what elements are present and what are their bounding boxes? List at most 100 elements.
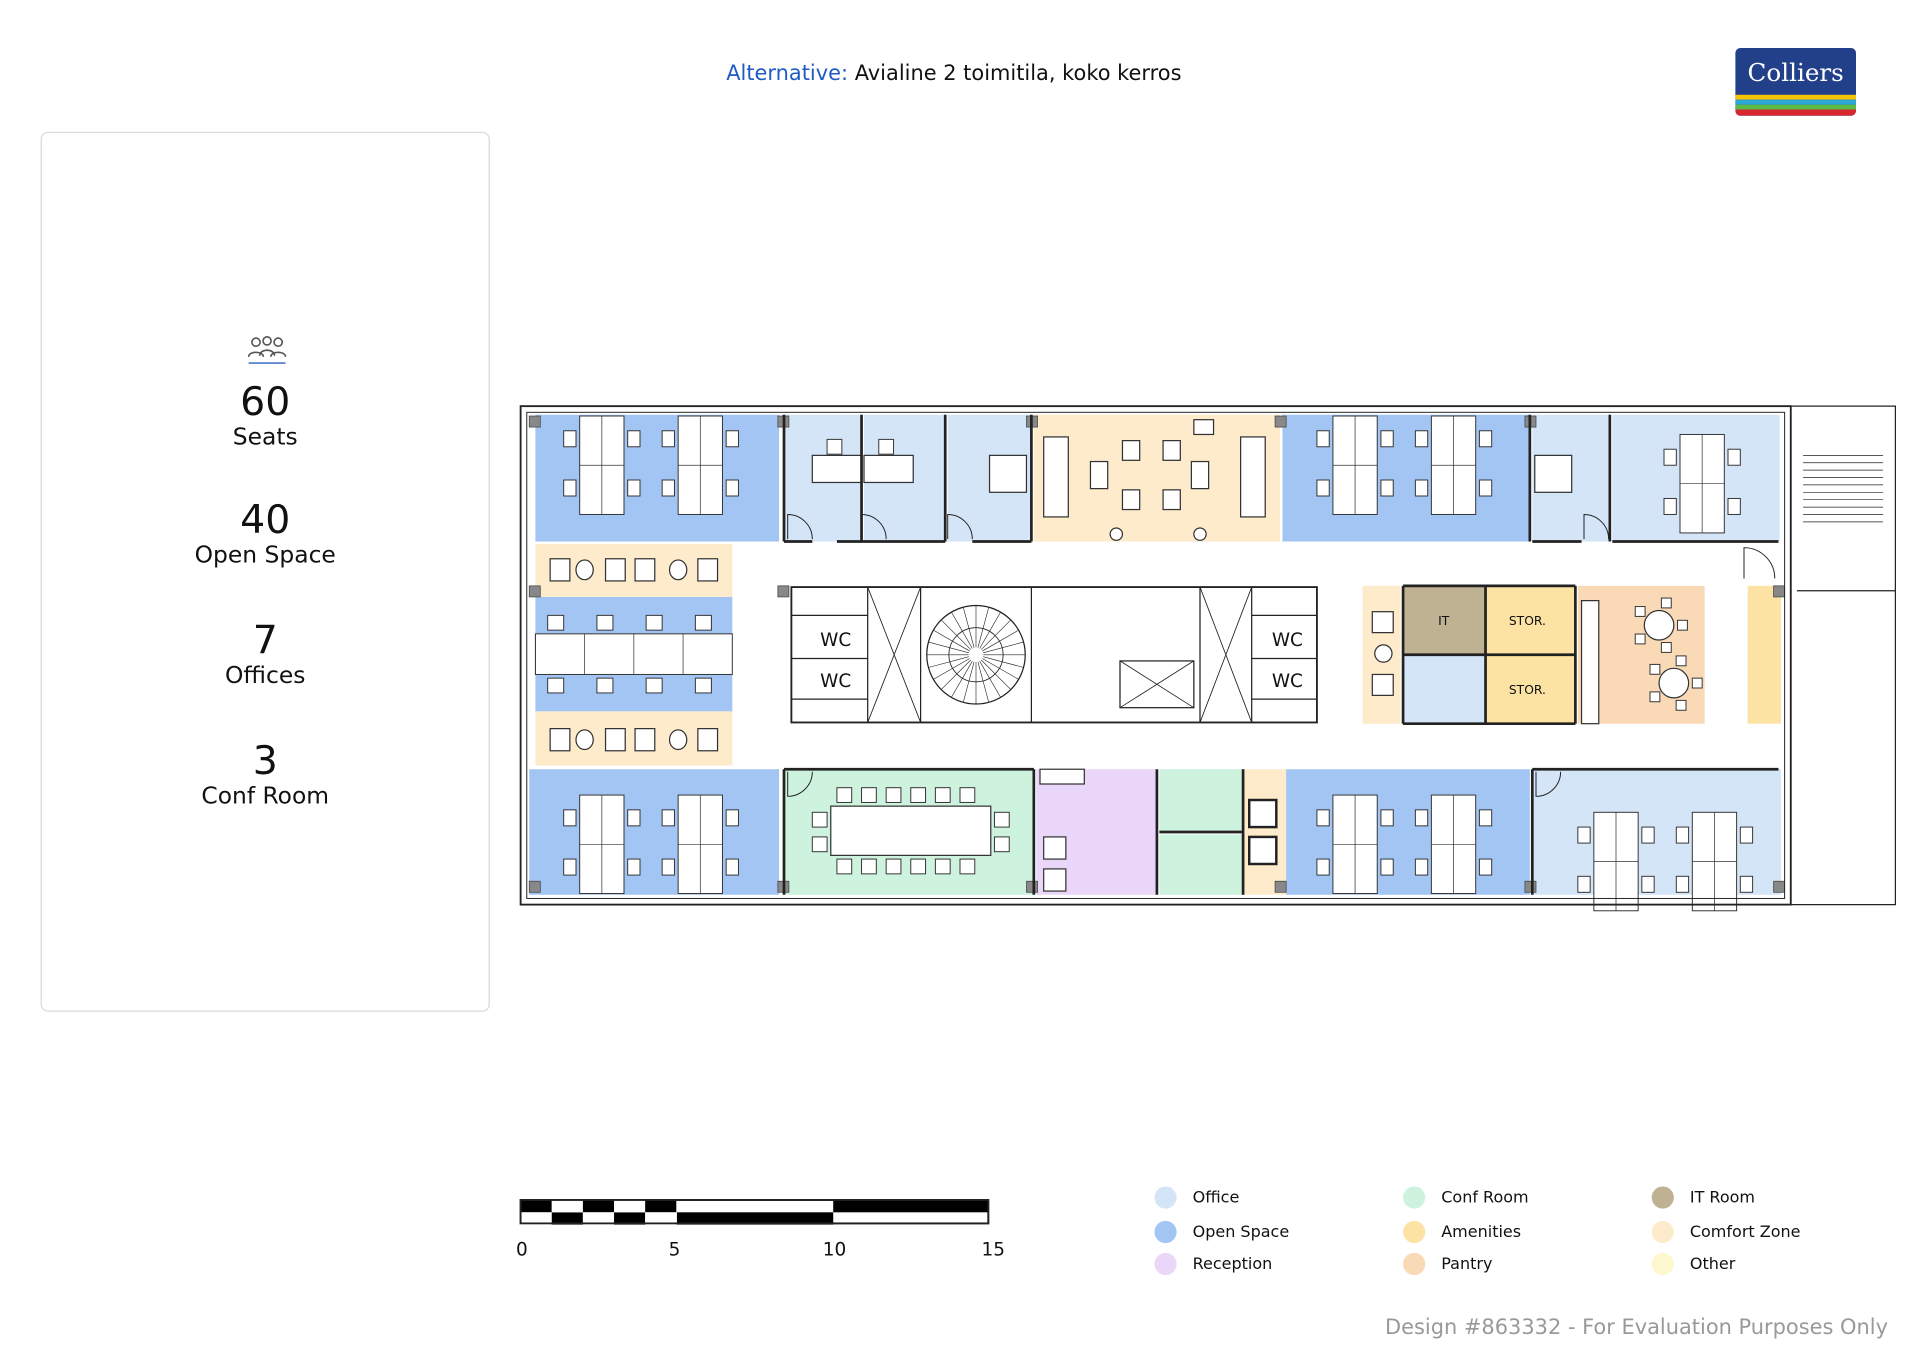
stat-label: Seats [232,423,298,451]
stair-step [933,629,970,652]
lounge-chair [1162,489,1181,511]
stair-step [951,611,973,649]
chair [563,479,577,497]
chair [1380,858,1394,876]
door-swing [947,513,973,540]
chair [885,787,902,803]
stair-step [983,641,1024,654]
chair [934,787,951,803]
legend-item: Office [1154,1186,1240,1209]
chair [1641,826,1655,844]
building-core [790,586,1318,724]
room-office [1532,769,1781,895]
round-table [1643,609,1675,641]
legend-swatch [1154,1186,1177,1209]
stool [668,559,688,581]
chair [725,479,739,497]
stair-outline [1790,405,1897,906]
chair [1675,655,1687,667]
scale-tick: 5 [668,1238,681,1261]
stair-step [940,619,971,650]
room-amenities [1747,585,1781,724]
chair [627,430,641,448]
lounge-chair [1043,836,1067,860]
chair [836,858,853,875]
legend-item: Other [1651,1252,1735,1276]
chair [563,858,577,876]
scale-cell [520,1200,552,1213]
stool [575,559,594,581]
chair [1649,691,1661,703]
chair [1577,826,1591,844]
legend-swatch [1651,1186,1674,1209]
stair-step [933,658,970,680]
legend-label: Amenities [1441,1222,1522,1242]
legend-swatch [1651,1252,1674,1276]
legend-label: Reception [1192,1254,1273,1274]
plant [1193,527,1207,541]
chair [1675,826,1690,844]
column [528,585,541,598]
stair-step [977,607,990,648]
scale-cell [645,1200,677,1213]
chair [861,787,877,803]
lounge-chair [1371,673,1394,697]
legend-label: IT Room [1689,1188,1756,1207]
chair [1414,479,1429,497]
door-swing [1743,547,1776,579]
chair [1414,430,1429,448]
chair [1414,809,1429,827]
stat-value: 60 [240,377,291,425]
chair [885,858,902,875]
room-amenities [1485,585,1576,655]
legend-label: Office [1192,1188,1240,1207]
elevator-cross [867,586,922,723]
stool [575,729,594,751]
side-table [1374,644,1393,663]
column [1274,415,1287,428]
door-swing [861,513,887,540]
chair [596,614,614,631]
legend-item: Conf Room [1403,1186,1529,1209]
locker [1248,798,1278,829]
stair-step [962,661,975,703]
legend-item: Comfort Zone [1651,1220,1801,1244]
lounge-chair [1162,440,1181,461]
lounge-chair [549,558,571,582]
legend-swatch [1651,1220,1674,1244]
lounge-chair [697,728,719,752]
column [1274,880,1287,893]
chair [547,677,565,694]
room-amenities [1485,654,1576,724]
scale-cell [582,1200,615,1213]
stair-step [979,611,1001,649]
door-swing [1535,771,1562,797]
chair [627,479,641,497]
chair [661,430,675,448]
elevator [1119,660,1195,709]
room-it-room [1403,585,1486,655]
wc-label: WC [1272,671,1303,692]
chair [1739,826,1754,844]
scale-tick: 10 [822,1238,847,1261]
stair-step [928,656,969,668]
room-conf-room [1159,834,1244,895]
chair [811,811,828,828]
chair [910,787,927,803]
legend-label: Comfort Zone [1689,1222,1801,1242]
scale-cell [676,1212,834,1225]
chair [627,858,641,876]
legend-item: IT Room [1651,1186,1756,1209]
stair-step [982,629,1019,652]
lounge-chair [634,728,656,752]
stat-value: 40 [240,496,291,543]
scale-cell [519,1199,990,1225]
lounge-chair [1121,489,1141,511]
chair [661,809,675,827]
chair [1649,663,1661,675]
scale-cell [551,1212,583,1225]
door-swing [787,513,813,540]
lounge-chair [1089,460,1109,490]
